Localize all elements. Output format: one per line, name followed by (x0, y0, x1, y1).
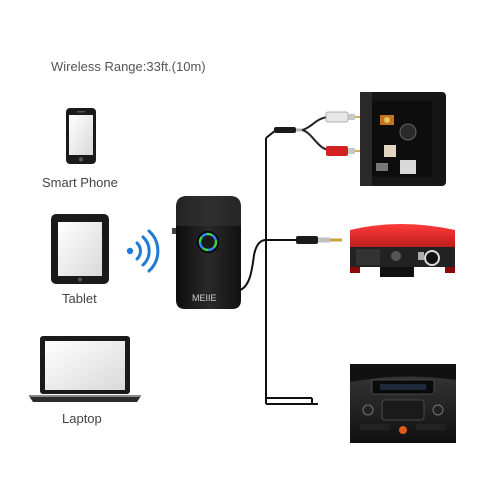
rca-plug-red (326, 146, 360, 156)
wireless-signal-icon (126, 229, 160, 273)
tablet-icon (51, 214, 109, 284)
red-audio-device (350, 224, 455, 277)
speaker-device (360, 92, 446, 186)
laptop-label: Laptop (62, 411, 102, 426)
cable-wiring (235, 129, 318, 405)
jack-3.5mm-audio (296, 236, 342, 244)
smartphone-label: Smart Phone (42, 175, 118, 190)
rca-plug-white (325, 111, 360, 123)
wireless-range-label: Wireless Range:33ft.(10m) (51, 59, 206, 74)
receiver-brand: MEIIE (192, 293, 217, 303)
laptop-icon (29, 336, 141, 402)
jack-3.5mm-speaker (274, 116, 331, 151)
tablet-label: Tablet (62, 291, 97, 306)
bluetooth-receiver (172, 196, 241, 309)
car-dashboard (350, 364, 456, 443)
smartphone-icon (66, 108, 96, 164)
